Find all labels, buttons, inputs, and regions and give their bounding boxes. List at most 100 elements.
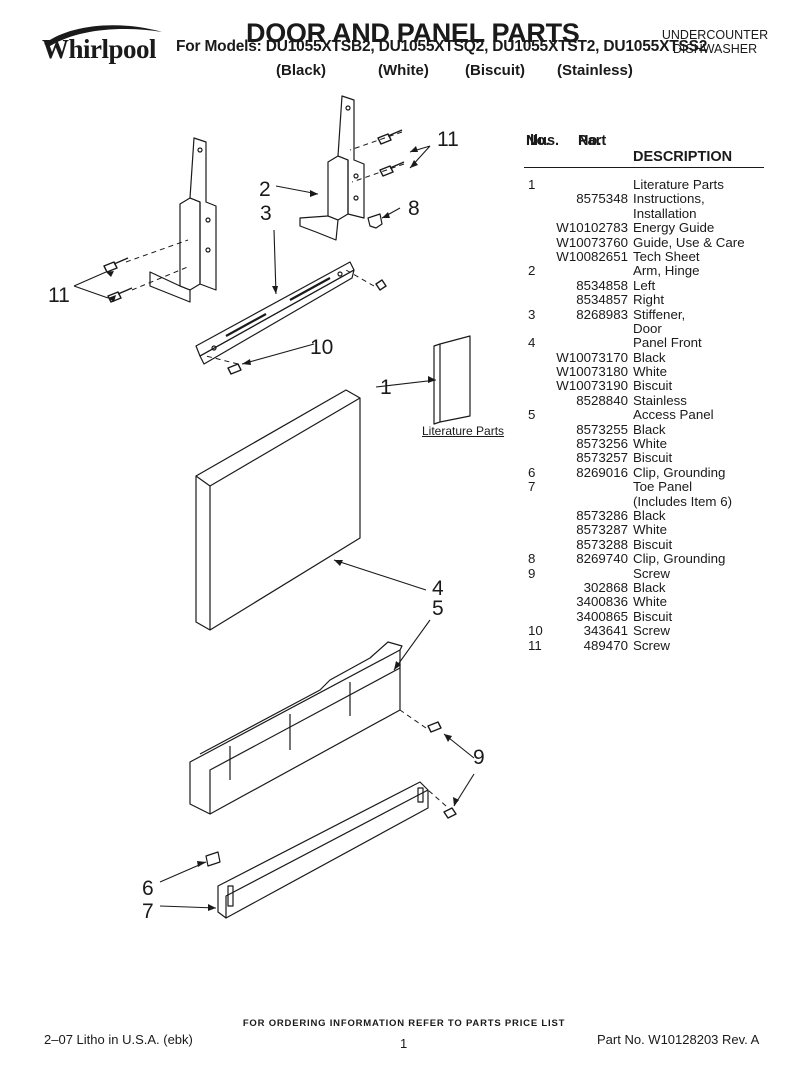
model-list: For Models: DU1055XTSB2, DU1055XTSQ2, DU… [176,38,708,55]
illus-cell: 3 [528,306,536,322]
callout-9: 9 [473,746,485,769]
description-cell: White [633,522,667,538]
description-cell: Stiffener, [633,306,686,322]
table-row: 9 Screw [524,565,764,581]
appliance-type-line1: UNDERCOUNTER [661,28,769,42]
stiffener-drawing [195,261,355,365]
callout-3: 3 [260,202,272,225]
page-number: 1 [400,1036,408,1051]
description-cell: Literature Parts [633,177,724,192]
description-cell: White [633,594,667,610]
table-row: 8573288 Biscuit [524,536,764,552]
color-biscuit: (Biscuit) [465,62,525,79]
part-number-cell: W10073180 [556,364,628,380]
description-cell: Clip, Grounding [633,551,726,567]
description-cell: Black [633,579,666,595]
clip-6-drawing [205,851,221,867]
literature-parts-label: Literature Parts [422,424,505,438]
part-number-cell: W10073190 [556,378,628,394]
part-number-cell: 8268983 [576,306,628,322]
access-panel-drawing [189,641,403,815]
description-cell: (Includes Item 6) [633,493,733,509]
callout-11-right: 11 [437,128,459,151]
description-cell: Screw [633,637,670,653]
callout-11-left: 11 [48,284,70,307]
description-cell: Black [633,507,666,523]
appliance-type-line2: DISHWASHER [672,42,758,56]
description-cell: Stainless [633,392,687,408]
part-number-cell: 302868 [583,579,628,595]
description-cell: Biscuit [633,536,673,552]
part-number-cell: W10082651 [556,248,628,264]
callout-10: 10 [310,336,334,359]
description-cell: Black [633,349,666,365]
table-row: 2 Arm, Hinge [524,263,764,279]
part-number-cell: W10073760 [556,234,628,250]
illus-cell: 8 [528,551,536,567]
table-row: 3 8268983 Stiffener, [524,306,764,322]
callout-7: 7 [142,900,154,923]
exploded-parts-diagram [73,95,475,919]
callout-8: 8 [408,197,420,220]
part-number-cell: 8269740 [576,551,628,567]
illus-cell: 1 [528,177,536,192]
table-row: W10073760 Guide, Use & Care [524,234,764,250]
part-number-cell: 8575348 [576,191,628,207]
description-cell: Arm, Hinge [633,263,700,279]
illus-cell: 5 [528,407,536,423]
col-part-header-2: No. [578,133,602,149]
col-desc-header: DESCRIPTION [633,149,733,165]
parts-table-header: Illus. No. Part No. DESCRIPTION [524,133,764,168]
front-panel-drawing [195,389,361,631]
description-cell: Panel Front [633,335,702,351]
logo-swoosh-icon [44,25,162,46]
part-number-cell: 8534858 [576,277,628,293]
table-row: Door [524,320,764,336]
description-cell: Guide, Use & Care [633,234,745,250]
leader-lines [73,145,475,909]
illus-cell: 2 [528,263,536,279]
parts-table: Illus. No. Part No. DESCRIPTION 1 Literat… [524,133,764,653]
part-number-cell: 3400865 [576,608,628,624]
callout-4: 4 [432,577,444,600]
col-part-header-1: Part [578,133,607,149]
table-row: 8573286 Black [524,507,764,523]
table-row: 8 8269740 Clip, Grounding [524,551,764,567]
screw-group [103,129,457,819]
callout-5: 5 [432,597,444,620]
description-cell: Door [633,320,662,336]
color-stainless: (Stainless) [557,62,633,79]
part-number-cell: 8573286 [576,507,628,523]
callout-1: 1 [380,376,392,399]
description-cell: White [633,364,667,380]
part-number-cell: 489470 [583,637,628,653]
description-cell: Clip, Grounding [633,464,726,480]
arrowheads [106,146,459,911]
description-cell: Biscuit [633,450,673,466]
part-number-cell: 343641 [583,623,628,639]
part-number-cell: 8573256 [576,436,628,452]
description-cell: Screw [633,565,670,581]
part-number-cell: 8534857 [576,292,628,308]
part-number-cell: 8573288 [576,536,628,552]
illus-cell: 9 [528,565,536,581]
table-row: 8573256 White [524,436,764,452]
description-cell: White [633,436,667,452]
whirlpool-logo: Whirlpool [40,22,170,66]
